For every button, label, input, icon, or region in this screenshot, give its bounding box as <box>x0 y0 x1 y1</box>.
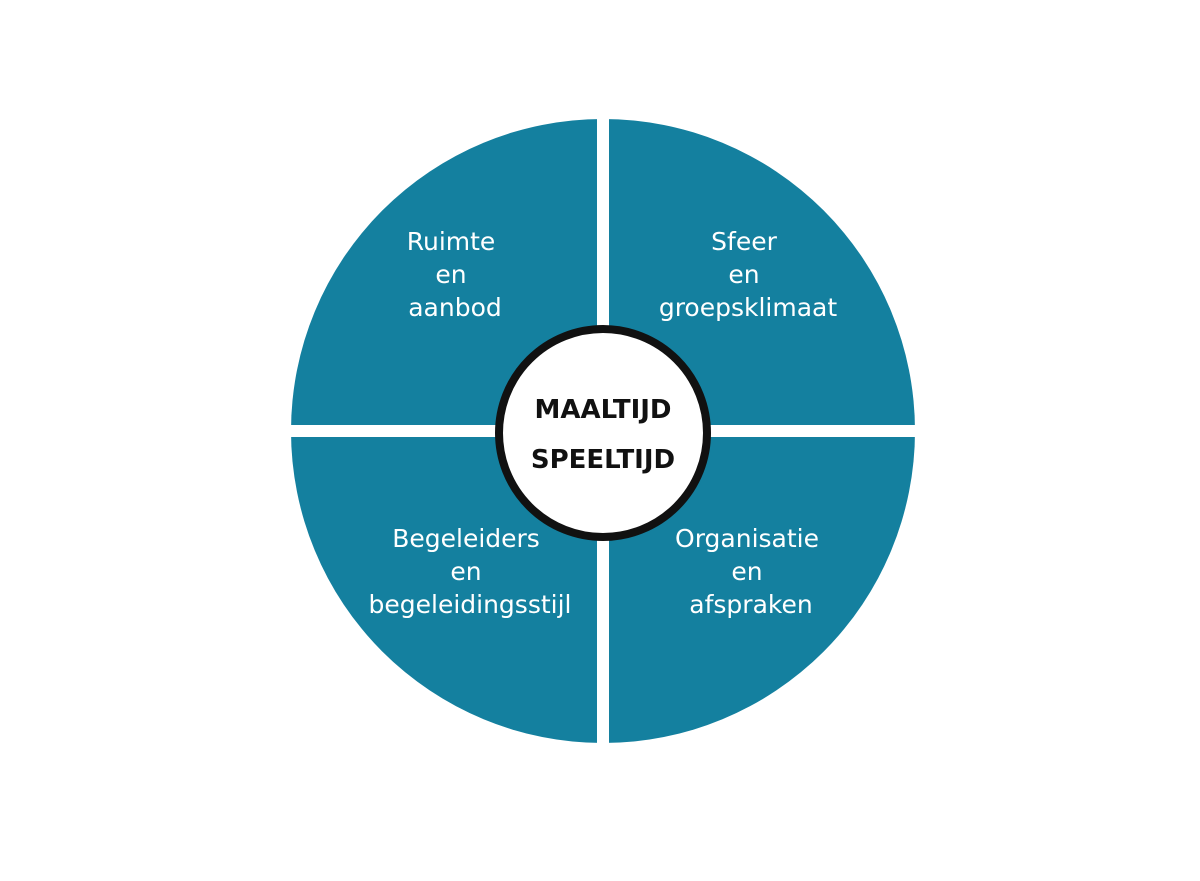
center-label-speeltijd: SPEELTIJD <box>531 445 675 475</box>
quadrant-top-left-line: en <box>435 260 466 289</box>
quadrant-top-right-label: Sfeer en groepsklimaat <box>659 227 838 322</box>
quadrant-top-left-label: Ruimte en aanbod <box>407 227 504 322</box>
center-circle <box>495 325 711 541</box>
quadrant-top-right-line: groepsklimaat <box>659 293 838 322</box>
quadrant-bottom-right-label: Organisatie en afspraken <box>675 524 827 619</box>
quadrant-bottom-right-line: Organisatie <box>675 524 819 553</box>
quadrant-bottom-left-line: Begeleiders <box>392 524 540 553</box>
quadrant-bottom-right-line: afspraken <box>689 590 812 619</box>
quadrant-bottom-left-label: Begeleiders en begeleidingsstijl <box>369 524 572 619</box>
quadrant-bottom-left-line: begeleidingsstijl <box>369 590 572 619</box>
quadrant-bottom-left-line: en <box>450 557 481 586</box>
center-label-maaltijd: MAALTIJD <box>534 395 671 425</box>
quadrant-bottom-right-line: en <box>731 557 762 586</box>
quadrant-top-right-line: en <box>728 260 759 289</box>
quadrant-top-right-line: Sfeer <box>711 227 777 256</box>
quadrant-top-left-line: aanbod <box>408 293 502 322</box>
quadrant-top-left-line: Ruimte <box>407 227 496 256</box>
